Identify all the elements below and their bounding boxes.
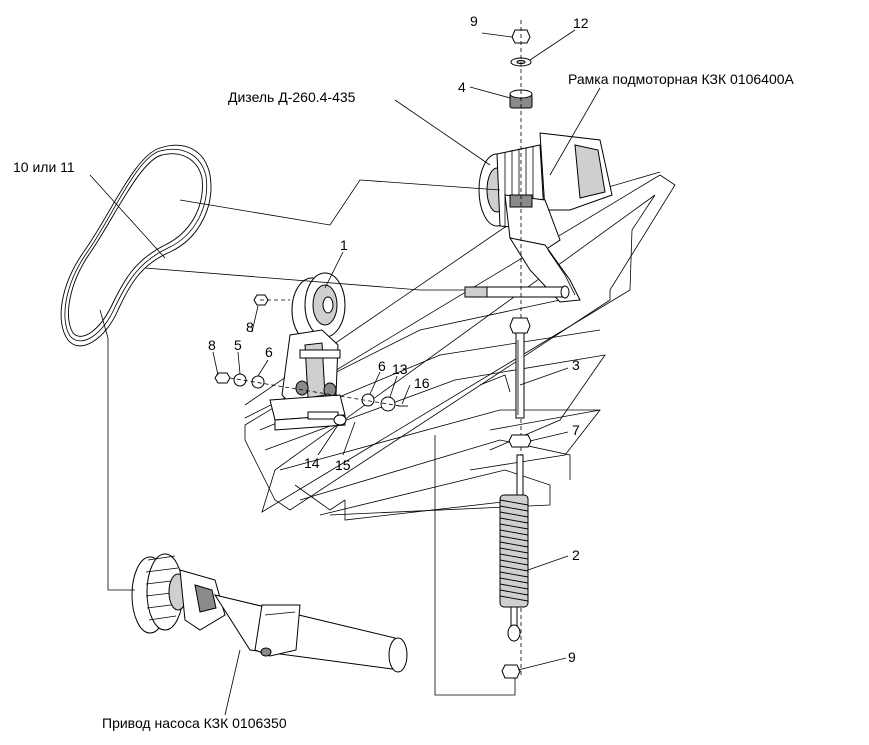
spring [499,494,529,608]
engine-label: Дизель Д-260.4-435 [228,89,356,105]
callout-7: 7 [572,422,580,438]
callout-9-bottom: 9 [568,649,576,665]
callout-15: 15 [335,457,351,473]
callout-5: 5 [234,337,242,353]
pump-drive [131,553,408,673]
callout-6-left: 6 [265,344,273,360]
leader-lines [89,29,601,716]
reference-lines [99,179,516,696]
tensioner-assembly [214,272,408,431]
callout-8-upper: 8 [246,319,254,335]
callout-14: 14 [304,455,320,471]
callout-13: 13 [392,361,408,377]
callout-3: 3 [572,357,580,373]
callout-4: 4 [458,79,466,95]
pump-drive-label: Привод насоса КЗК 0106350 [102,715,287,731]
top-hardware [509,20,533,675]
engine-subframe [464,132,613,303]
callout-9-top: 9 [470,13,478,29]
callout-1-top: 1 [340,237,348,253]
belt-label: 10 или 11 [13,159,75,175]
callout-16: 16 [414,375,430,391]
tension-rod [499,317,532,679]
callout-12: 12 [573,15,589,31]
callout-6-right: 6 [378,358,386,374]
callout-8-lower: 8 [208,337,216,353]
callout-2: 2 [572,547,580,563]
v-belt [60,144,212,347]
frame-label: Рамка подмоторная КЗК 0106400А [568,71,795,87]
